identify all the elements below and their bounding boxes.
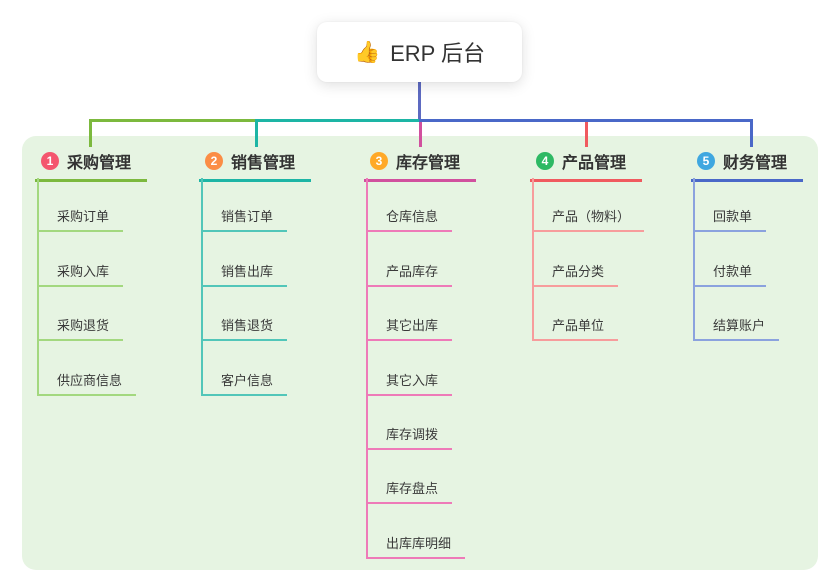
child-row: 产品（物料） [532, 178, 645, 233]
root-node[interactable]: 👍 ERP 后台 [317, 22, 522, 82]
branch-header-product[interactable]: 4 产品管理 [530, 149, 643, 182]
branch-trunk-line [532, 178, 534, 341]
child-row: 销售出库 [201, 232, 288, 287]
child-node[interactable]: 销售订单 [201, 206, 288, 233]
branch-label: 库存管理 [396, 155, 461, 172]
branches-panel [22, 136, 818, 570]
child-row: 出库库明细 [366, 504, 466, 559]
child-row: 销售订单 [201, 178, 288, 233]
thumbs-up-icon: 👍 [353, 40, 381, 64]
branch-children-finance: 回款单 付款单 结算账户 [693, 178, 780, 342]
child-row: 结算账户 [693, 287, 780, 342]
child-node[interactable]: 销售退货 [201, 315, 288, 342]
branch-children-purchase: 采购订单 采购入库 采购退货 供应商信息 [37, 178, 137, 396]
branch-label: 财务管理 [723, 155, 788, 172]
root-connector-line [418, 82, 421, 120]
branch-label: 销售管理 [231, 155, 296, 172]
branch-number-badge: 1 [41, 152, 59, 170]
branch-number-badge: 2 [205, 152, 223, 170]
child-node[interactable]: 付款单 [693, 261, 767, 287]
branch-header-sales[interactable]: 2 销售管理 [199, 149, 312, 182]
branch-label: 产品管理 [562, 155, 627, 172]
child-row: 库存盘点 [366, 450, 453, 505]
child-row: 产品库存 [366, 232, 453, 287]
branch-trunk-line [693, 178, 695, 341]
child-row: 产品单位 [532, 287, 619, 342]
child-node[interactable]: 产品库存 [366, 261, 453, 287]
child-node[interactable]: 产品（物料） [532, 206, 645, 233]
child-node[interactable]: 出库库明细 [366, 533, 466, 559]
child-node[interactable]: 产品单位 [532, 315, 619, 342]
child-node[interactable]: 产品分类 [532, 261, 619, 287]
child-node[interactable]: 回款单 [693, 206, 767, 233]
branch-header-purchase[interactable]: 1 采购管理 [35, 149, 148, 182]
child-row: 其它入库 [366, 341, 453, 396]
child-node[interactable]: 采购入库 [37, 261, 124, 287]
branch-label: 采购管理 [67, 155, 132, 172]
branch-drop-line-purchase [89, 119, 92, 147]
branch-drop-line-product [585, 122, 588, 147]
child-row: 采购订单 [37, 178, 124, 233]
branch-header-finance[interactable]: 5 财务管理 [691, 149, 804, 182]
branch-children-product: 产品（物料） 产品分类 产品单位 [532, 178, 645, 342]
child-node[interactable]: 其它出库 [366, 315, 453, 342]
child-row: 采购入库 [37, 232, 124, 287]
child-row: 采购退货 [37, 287, 124, 342]
child-row: 付款单 [693, 232, 767, 287]
child-node[interactable]: 客户信息 [201, 370, 288, 396]
root-title: ERP 后台 [390, 41, 486, 66]
branch-trunk-line [366, 178, 368, 559]
branch-number-badge: 4 [536, 152, 554, 170]
branch-children-inventory: 仓库信息 产品库存 其它出库 其它入库 库存调拨 库存盘点 出库库明细 [366, 178, 466, 559]
bus-line-middle [255, 119, 422, 122]
branch-children-sales: 销售订单 销售出库 销售退货 客户信息 [201, 178, 288, 396]
child-row: 回款单 [693, 178, 767, 233]
branch-drop-line-finance [750, 119, 753, 147]
child-row: 其它出库 [366, 287, 453, 342]
child-node[interactable]: 其它入库 [366, 370, 453, 396]
bus-line-left [89, 119, 257, 122]
child-row: 销售退货 [201, 287, 288, 342]
bus-line-right [419, 119, 753, 122]
child-node[interactable]: 供应商信息 [37, 370, 137, 396]
branch-drop-line-sales [255, 119, 258, 147]
child-node[interactable]: 库存调拨 [366, 424, 453, 450]
child-node[interactable]: 库存盘点 [366, 478, 453, 505]
branch-number-badge: 5 [697, 152, 715, 170]
child-node[interactable]: 采购退货 [37, 315, 124, 342]
child-node[interactable]: 仓库信息 [366, 206, 453, 233]
child-node[interactable]: 结算账户 [693, 315, 780, 342]
branch-drop-line-inventory [419, 122, 422, 147]
branch-trunk-line [201, 178, 203, 396]
child-row: 库存调拨 [366, 396, 453, 450]
child-row: 客户信息 [201, 341, 288, 396]
child-row: 产品分类 [532, 232, 619, 287]
child-node[interactable]: 销售出库 [201, 261, 288, 287]
branch-header-inventory[interactable]: 3 库存管理 [364, 149, 477, 182]
child-row: 仓库信息 [366, 178, 453, 233]
branch-number-badge: 3 [370, 152, 388, 170]
child-node[interactable]: 采购订单 [37, 206, 124, 233]
branch-trunk-line [37, 178, 39, 396]
child-row: 供应商信息 [37, 341, 137, 396]
